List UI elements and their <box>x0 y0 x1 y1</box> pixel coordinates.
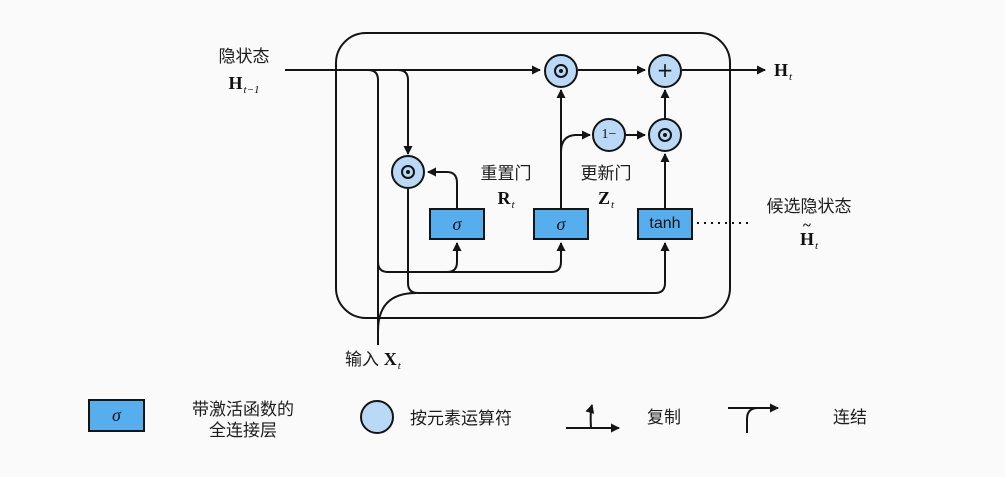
legend-operator-circle <box>360 400 394 434</box>
update-gate-var: Zt <box>597 188 615 211</box>
hidden-state-label: 隐状态 <box>218 47 270 66</box>
one-minus-node: 1− <box>592 118 626 152</box>
reset-output-line <box>427 167 458 208</box>
hidden-to-mult-branch <box>397 69 413 155</box>
gate-feed-line <box>377 242 566 273</box>
legend-elementwise-label: 按元素运算符 <box>410 409 512 428</box>
legend-fc-label: 带激活函数的 全连接层 <box>192 400 294 441</box>
reset-sigma-box: σ <box>429 208 485 240</box>
elementwise-mult-top-node <box>544 54 578 88</box>
input-label: 输入 Xt <box>345 349 401 372</box>
sigma-label: σ <box>556 213 566 234</box>
legend-copy-label: 复制 <box>647 408 681 427</box>
reset-gate-var: Rt <box>497 188 515 211</box>
sigma-label: σ <box>112 405 121 425</box>
update-gate-label: 更新门 <box>580 164 632 183</box>
elementwise-mult-icon <box>658 128 672 142</box>
mult-to-tanh-line <box>407 189 670 294</box>
cell-outline <box>335 32 731 319</box>
reset-gate-feed-branch <box>446 242 462 273</box>
input-concat-curve <box>377 292 417 332</box>
elementwise-mult-right-node <box>648 118 682 152</box>
tanh-label: tanh <box>649 215 681 232</box>
hx-branch-line <box>367 69 379 345</box>
reset-gate-label: 重置门 <box>480 164 532 183</box>
add-node: + <box>648 54 682 88</box>
one-minus-label: 1− <box>601 127 617 142</box>
elementwise-mult-reset-node <box>391 155 425 189</box>
tanh-box: tanh <box>637 208 693 240</box>
candidate-state-var: ~Ht <box>799 218 819 252</box>
output-var: Ht <box>774 60 793 83</box>
elementwise-mult-icon <box>401 165 415 179</box>
candidate-state-label: 候选隐状态 <box>766 197 852 216</box>
sigma-label: σ <box>452 213 462 234</box>
legend-sigma-box: σ <box>88 399 145 432</box>
one-minus-feed-line <box>560 130 591 153</box>
hidden-state-var: Ht−1 <box>228 73 260 96</box>
update-sigma-box: σ <box>533 208 589 240</box>
plus-icon: + <box>656 58 674 82</box>
elementwise-mult-icon <box>554 64 568 78</box>
legend-concat-label: 连结 <box>833 408 867 427</box>
